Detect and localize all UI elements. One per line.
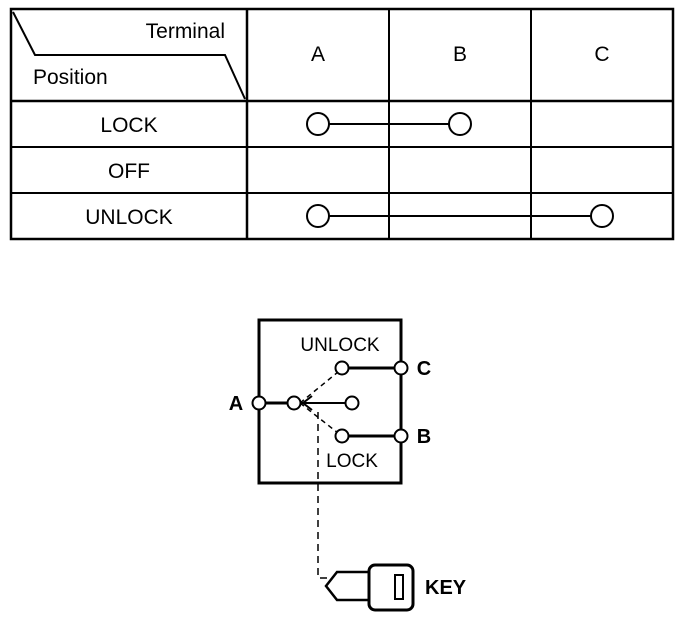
- row-label-off: OFF: [108, 160, 150, 183]
- key-label: KEY: [425, 577, 467, 599]
- terminal-b-label: B: [417, 426, 431, 448]
- unlock-throw-path: [299, 371, 339, 404]
- lock-contact-node: [334, 428, 350, 444]
- lock-throw-path: [299, 402, 339, 434]
- key-icon: [324, 563, 415, 612]
- terminal-b-node: [393, 428, 409, 444]
- column-header-c: C: [594, 43, 609, 66]
- terminal-a-label: A: [229, 393, 243, 415]
- column-header-a: A: [311, 43, 325, 66]
- continuity-node: [590, 204, 614, 228]
- continuity-node: [306, 204, 330, 228]
- wiper-pivot-node: [286, 395, 302, 411]
- schematic-nodes: [251, 360, 409, 444]
- key-linkage: [317, 412, 337, 579]
- continuity-table: [9, 7, 675, 241]
- continuity-node: [448, 112, 472, 136]
- row-label-unlock: UNLOCK: [85, 206, 173, 229]
- header-terminal: Terminal: [146, 20, 225, 43]
- column-header-b: B: [453, 43, 467, 66]
- continuity-node: [306, 112, 330, 136]
- continuity-lock-a-b: [306, 112, 472, 136]
- unlock-contact-node: [334, 360, 350, 376]
- terminal-c-node: [393, 360, 409, 376]
- off-contact-node: [344, 395, 360, 411]
- continuity-unlock-a-c: [306, 204, 614, 228]
- terminal-a-node: [251, 395, 267, 411]
- switch-schematic: [257, 318, 403, 579]
- unlock-label: UNLOCK: [300, 335, 380, 356]
- lock-label: LOCK: [326, 451, 378, 472]
- header-diagonal: [12, 11, 246, 100]
- row-label-lock: LOCK: [100, 114, 157, 137]
- table-border: [9, 7, 675, 241]
- terminal-c-label: C: [417, 358, 431, 380]
- header-position: Position: [33, 66, 108, 89]
- wiper-arrowhead: [301, 395, 313, 411]
